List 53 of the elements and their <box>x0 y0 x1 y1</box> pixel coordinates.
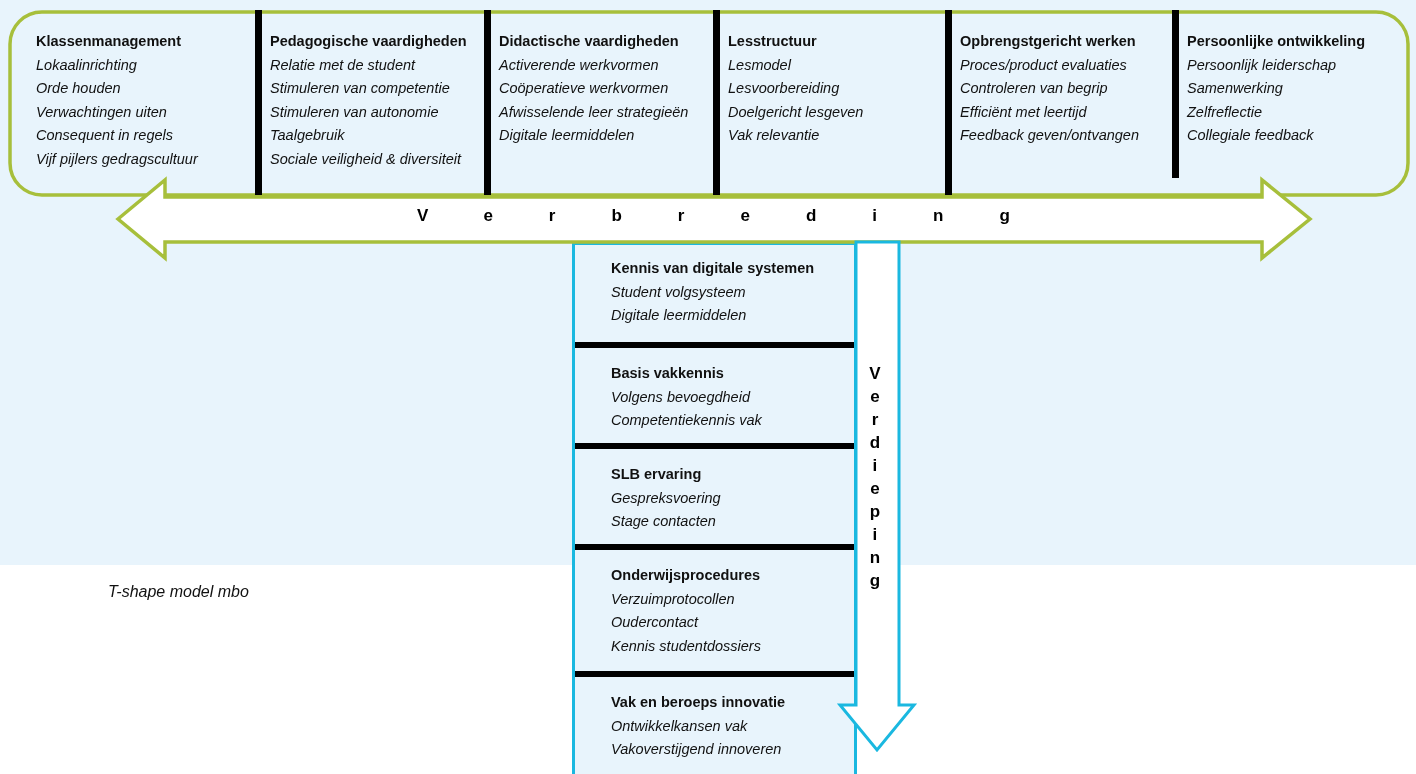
list-item: Digitale leermiddelen <box>499 126 635 145</box>
category-heading: Didactische vaardigheden <box>499 32 679 51</box>
list-item: Afwisselende leer strategieën <box>499 102 689 122</box>
list-item: Sociale veiligheid & diversiteit <box>270 149 461 169</box>
category-heading: Lesstructuur <box>728 32 817 51</box>
category-heading: Kennis van digitale systemen <box>611 259 815 278</box>
arrow-label: Verdieping <box>869 363 881 592</box>
category-heading: Basis vakkennis <box>611 364 724 383</box>
category-heading: SLB ervaring <box>611 465 702 484</box>
list-item: Kennis studentdossiers <box>611 636 761 656</box>
list-item: Volgens bevoegdheid <box>611 387 750 407</box>
category-heading: Onderwijsprocedures <box>611 566 761 585</box>
list-item: Vak relevantie <box>728 126 820 145</box>
list-item: Gespreksvoering <box>611 488 721 508</box>
category-heading: Persoonlijke ontwikkeling <box>1187 32 1366 51</box>
arrow-label: Verbreding <box>417 206 1066 226</box>
list-item: Controleren van begrip <box>960 79 1108 98</box>
caption: T-shape model mbo <box>108 583 249 601</box>
list-item: Stimuleren van competentie <box>270 79 450 98</box>
list-item: Verzuimprotocollen <box>611 589 735 609</box>
list-item: Collegiale feedback <box>1187 126 1314 145</box>
category-heading: Opbrengstgericht werken <box>960 32 1136 51</box>
category-heading: Klassenmanagement <box>36 32 182 51</box>
list-item: Vijf pijlers gedragscultuur <box>36 149 198 169</box>
list-item: Lesvoorbereiding <box>728 79 840 98</box>
list-item: Efficiënt met leertijd <box>960 102 1087 122</box>
rounded-band <box>8 10 1410 197</box>
list-item: Consequent in regels <box>36 126 174 145</box>
list-item: Activerende werkvormen <box>499 55 659 75</box>
list-item: Lesmodel <box>728 55 791 75</box>
list-item: Relatie met de student <box>270 55 416 75</box>
list-item: Oudercontact <box>611 613 699 632</box>
list-item: Persoonlijk leiderschap <box>1187 55 1337 75</box>
list-item: Zelfreflectie <box>1187 102 1262 122</box>
list-item: Lokaalinrichting <box>36 55 137 75</box>
list-item: Feedback geven/ontvangen <box>960 126 1139 145</box>
list-item: Student volgsysteem <box>611 282 746 302</box>
list-item: Taalgebruik <box>270 126 345 145</box>
list-item: Verwachtingen uiten <box>36 102 167 122</box>
list-item: Doelgericht lesgeven <box>728 102 864 122</box>
vertical-column <box>572 242 857 774</box>
list-item: Digitale leermiddelen <box>611 306 747 325</box>
list-item: Vakoverstijgend innoveren <box>611 740 782 759</box>
list-item: Ontwikkelkansen vak <box>611 716 748 736</box>
list-item: Stage contacten <box>611 512 716 531</box>
list-item: Proces/product evaluaties <box>960 55 1127 75</box>
list-item: Competentiekennis vak <box>611 411 762 430</box>
list-item: Orde houden <box>36 79 121 98</box>
list-item: Stimuleren van autonomie <box>270 102 439 122</box>
category-heading: Vak en beroeps innovatie <box>611 693 786 712</box>
list-item: Coöperatieve werkvormen <box>499 79 669 98</box>
list-item: Samenwerking <box>1187 79 1283 98</box>
category-heading: Pedagogische vaardigheden <box>270 32 467 51</box>
